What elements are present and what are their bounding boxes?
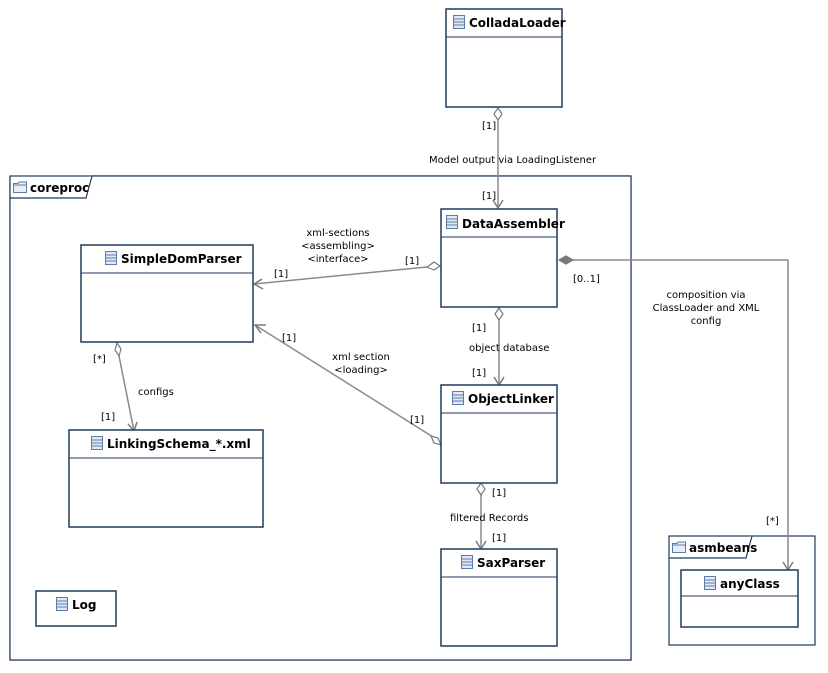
edge-assembler-dom — [253, 266, 428, 285]
label-xml-section: xml section — [332, 352, 390, 363]
aggregation-diamond — [494, 306, 504, 322]
label-object-database: object database — [469, 343, 549, 354]
arrow-head — [253, 324, 266, 334]
class-icon — [446, 215, 458, 229]
composition-diamond — [557, 255, 575, 265]
multiplicities: [1] [1] [1] [1] [1] [1] [*] [1] [1] [1] … — [93, 121, 779, 544]
label-interface: <interface> — [307, 254, 368, 265]
class-anyclass[interactable]: anyClass — [680, 569, 799, 628]
aggregation-diamond — [493, 106, 503, 122]
aggregation-diamond — [425, 261, 442, 271]
folder-icon — [13, 181, 27, 193]
multiplicity: [1] — [492, 488, 506, 499]
multiplicity: [1] — [472, 368, 486, 379]
edge-linker-dom — [254, 324, 434, 438]
label-configs: configs — [138, 387, 174, 398]
multiplicity: [1] — [492, 533, 506, 544]
label-composition-2: ClassLoader and XML — [653, 303, 760, 314]
class-objectlinker-title: ObjectLinker — [468, 392, 554, 406]
class-icon — [704, 576, 716, 590]
class-icon — [105, 251, 117, 265]
multiplicity: [1] — [282, 333, 296, 344]
aggregation-diamond — [114, 341, 122, 358]
class-log[interactable]: Log — [35, 590, 117, 627]
edge-labels: Model output via LoadingListener xml-sec… — [138, 155, 760, 524]
label-model-output: Model output via LoadingListener — [429, 155, 597, 166]
label-filtered-records: filtered Records — [450, 513, 528, 524]
class-icon — [453, 15, 465, 29]
package-asmbeans-title: asmbeans — [689, 541, 757, 555]
class-icon — [461, 555, 473, 569]
aggregation-diamond — [476, 481, 486, 497]
class-simpledomparser[interactable]: SimpleDomParser — [80, 244, 254, 343]
multiplicity: [1] — [472, 323, 486, 334]
package-coreproc-title: coreproc — [30, 181, 89, 195]
label-xml-sections: xml-sections — [306, 228, 369, 239]
edge-assembler-anyclass — [573, 259, 789, 570]
aggregation-diamond — [429, 435, 443, 446]
class-linkingschema[interactable]: LinkingSchema_*.xml — [68, 429, 264, 528]
multiplicity: [1] — [482, 191, 496, 202]
multiplicity: [1] — [410, 415, 424, 426]
multiplicity: [1] — [101, 412, 115, 423]
folder-icon — [672, 541, 686, 553]
multiplicity: [*] — [766, 516, 779, 527]
class-anyclass-title: anyClass — [720, 577, 780, 591]
multiplicity: [1] — [274, 269, 288, 280]
label-assembling: <assembling> — [301, 241, 375, 252]
arrow-head — [492, 199, 504, 210]
class-objectlinker[interactable]: ObjectLinker — [440, 384, 558, 484]
class-log-title: Log — [72, 598, 96, 612]
class-simpledomparser-title: SimpleDomParser — [121, 252, 242, 266]
class-dataassembler[interactable]: DataAssembler — [440, 208, 565, 308]
multiplicity: [1] — [405, 256, 419, 267]
class-colladaloader[interactable]: ColladaLoader — [445, 8, 566, 108]
arrow-head — [252, 278, 264, 290]
class-saxparser-title: SaxParser — [477, 556, 545, 570]
class-linkingschema-title: LinkingSchema_*.xml — [107, 437, 251, 452]
label-composition-1: composition via — [667, 290, 746, 301]
multiplicity: [1] — [482, 121, 496, 132]
edges — [114, 106, 794, 572]
class-icon — [91, 436, 103, 450]
multiplicity: [0..1] — [573, 274, 600, 285]
class-saxparser[interactable]: SaxParser — [440, 548, 558, 647]
multiplicity: [*] — [93, 354, 106, 365]
class-icon — [452, 391, 464, 405]
class-dataassembler-title: DataAssembler — [462, 217, 565, 231]
label-composition-3: config — [691, 316, 722, 327]
label-loading: <loading> — [334, 365, 388, 376]
class-colladaloader-title: ColladaLoader — [469, 16, 566, 30]
edge-dom-schema — [118, 355, 135, 432]
class-icon — [56, 597, 68, 611]
